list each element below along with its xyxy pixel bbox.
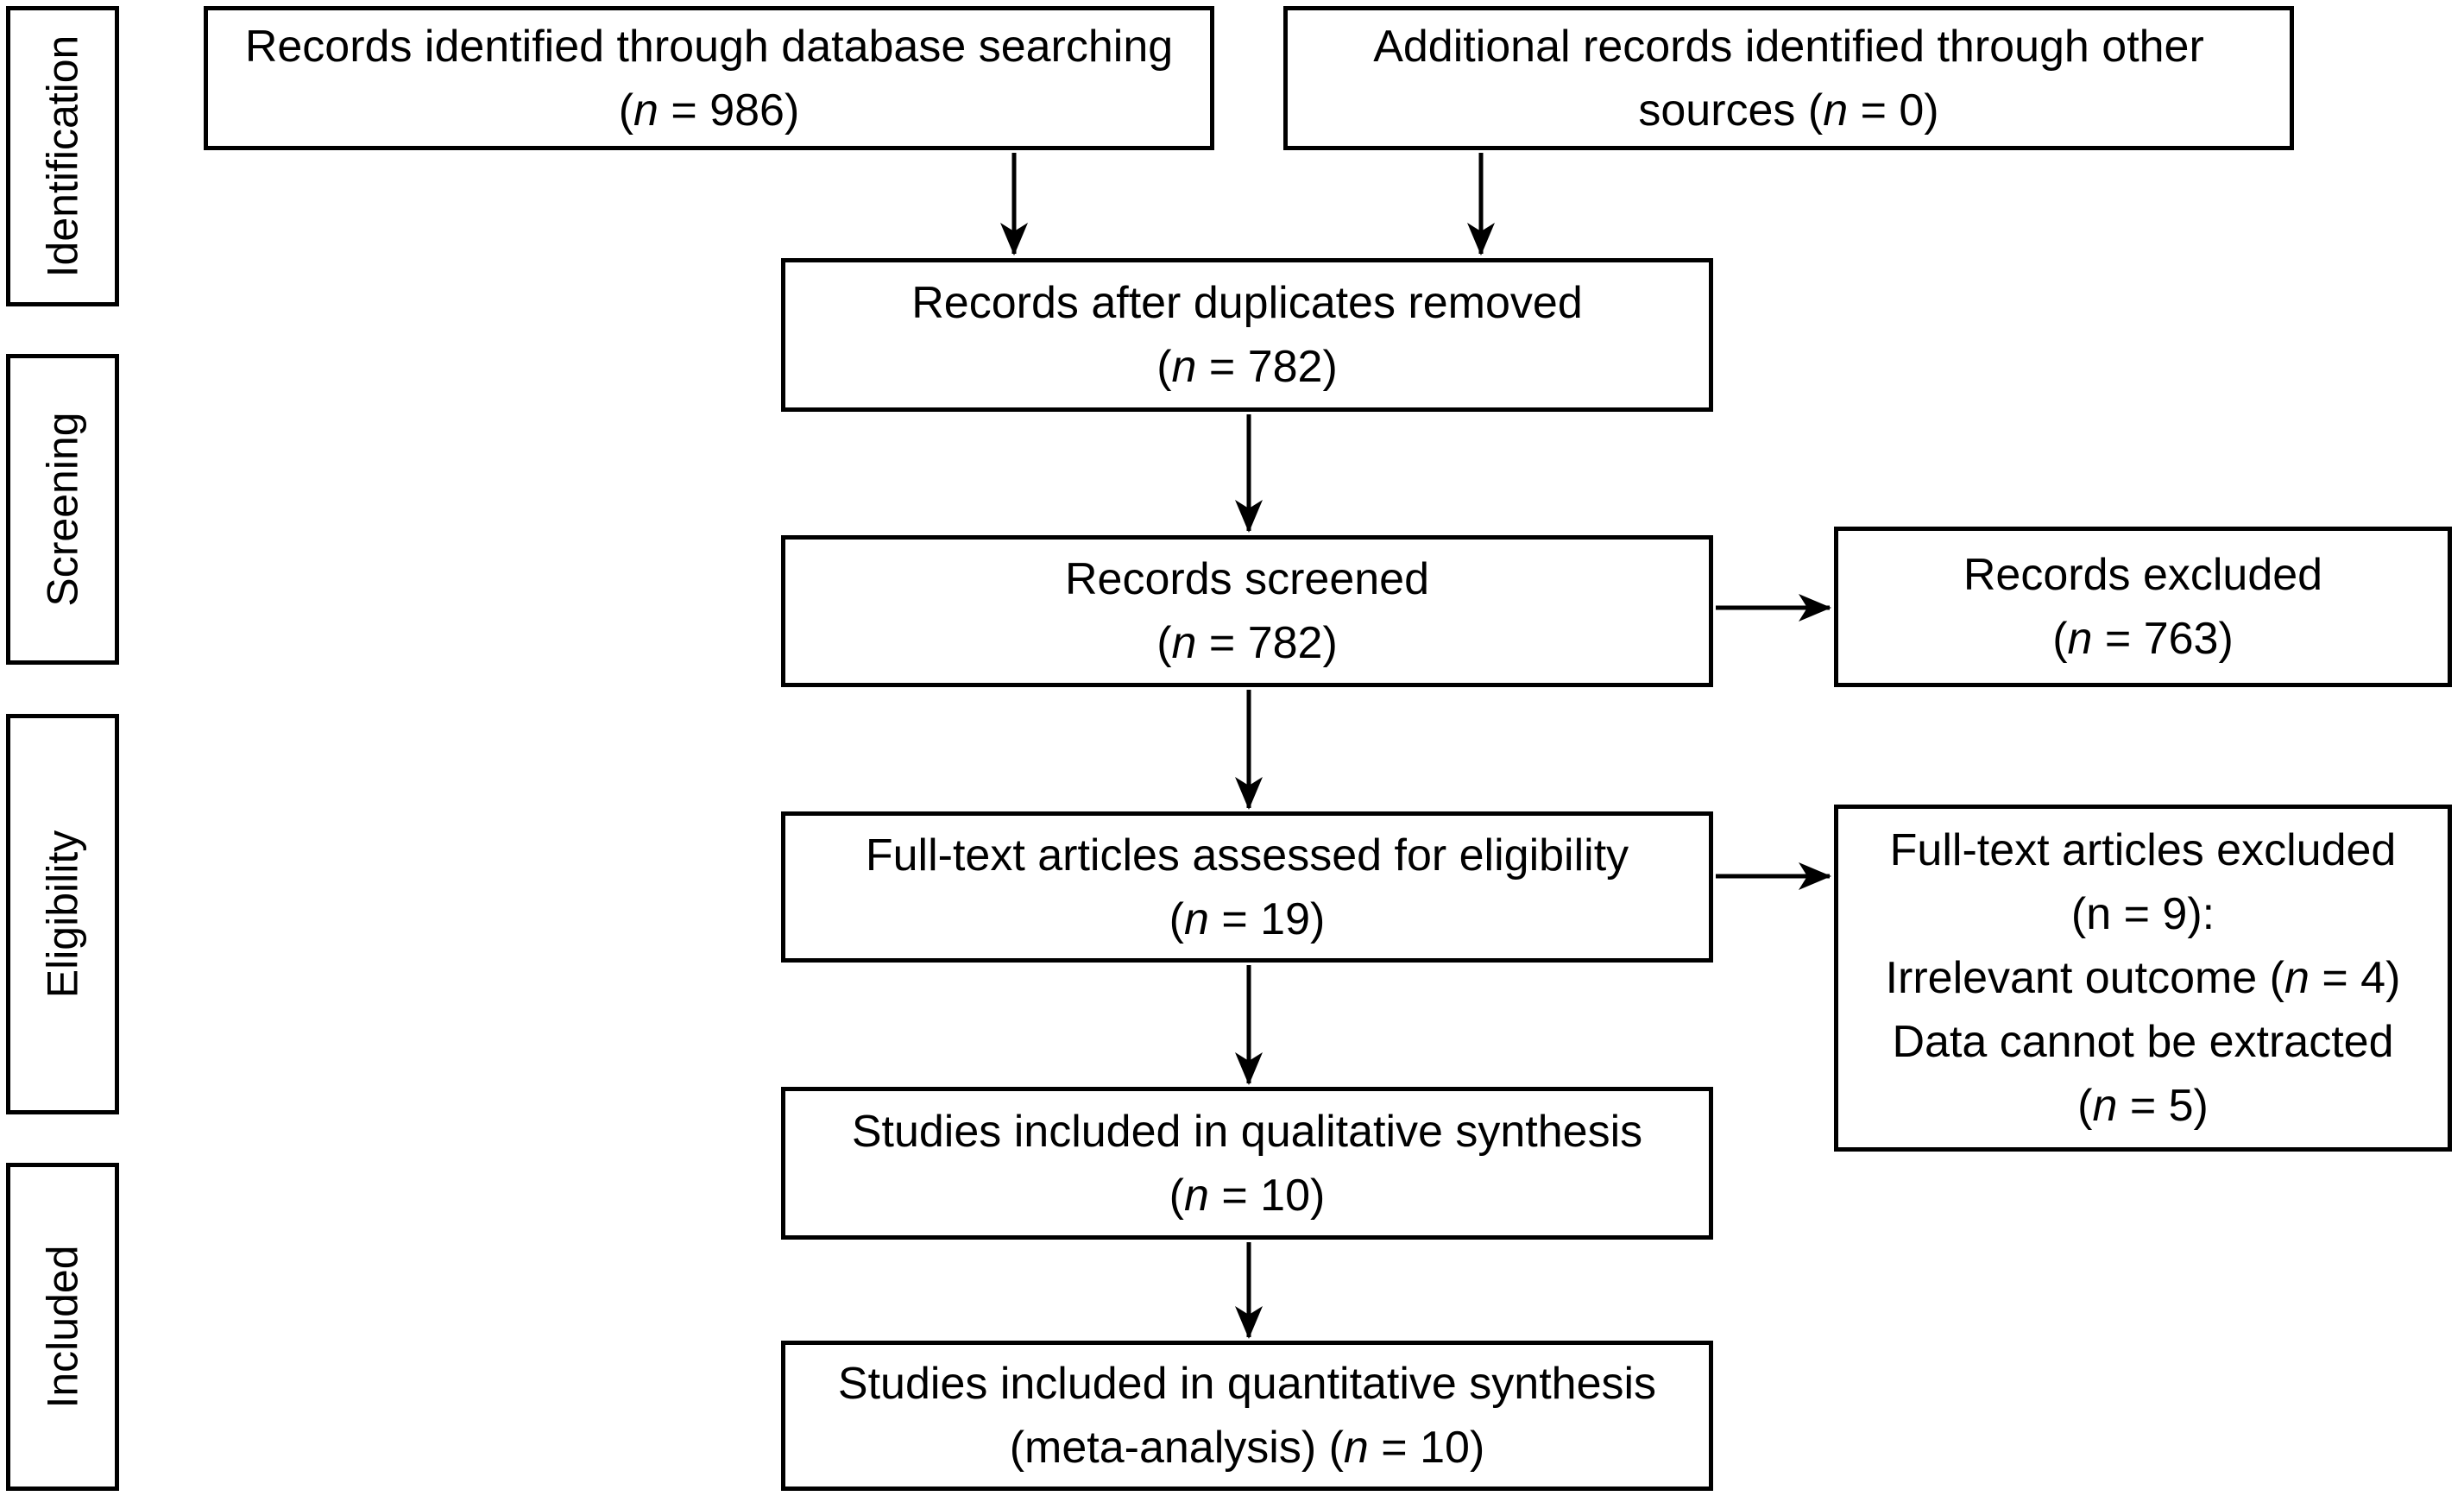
stage-label-included: Included — [6, 1163, 119, 1491]
box-fulltext-excluded: Full-text articles excluded(n = 9):Irrel… — [1834, 805, 2452, 1152]
box-fulltext-assessed: Full-text articles assessed for eligibil… — [781, 811, 1713, 963]
box-duplicates-removed: Records after duplicates removed(n = 782… — [781, 258, 1713, 412]
stage-label-eligibility-text: Eligibility — [38, 830, 87, 999]
stage-label-eligibility: Eligibility — [6, 714, 119, 1114]
box-quantitative-synthesis: Studies included in quantitative synthes… — [781, 1341, 1713, 1491]
box-records-identified: Records identified through database sear… — [204, 6, 1214, 150]
stage-label-identification: Identification — [6, 6, 119, 306]
stage-label-identification-text: Identification — [38, 35, 87, 278]
box-records-screened: Records screened(n = 782) — [781, 535, 1713, 687]
box-records-excluded: Records excluded(n = 763) — [1834, 527, 2452, 687]
box-qualitative-synthesis: Studies included in qualitative synthesi… — [781, 1087, 1713, 1240]
stage-label-screening: Screening — [6, 354, 119, 665]
box-additional-records: Additional records identified through ot… — [1283, 6, 2294, 150]
stage-label-screening-text: Screening — [38, 412, 87, 607]
stage-label-included-text: Included — [38, 1245, 87, 1409]
